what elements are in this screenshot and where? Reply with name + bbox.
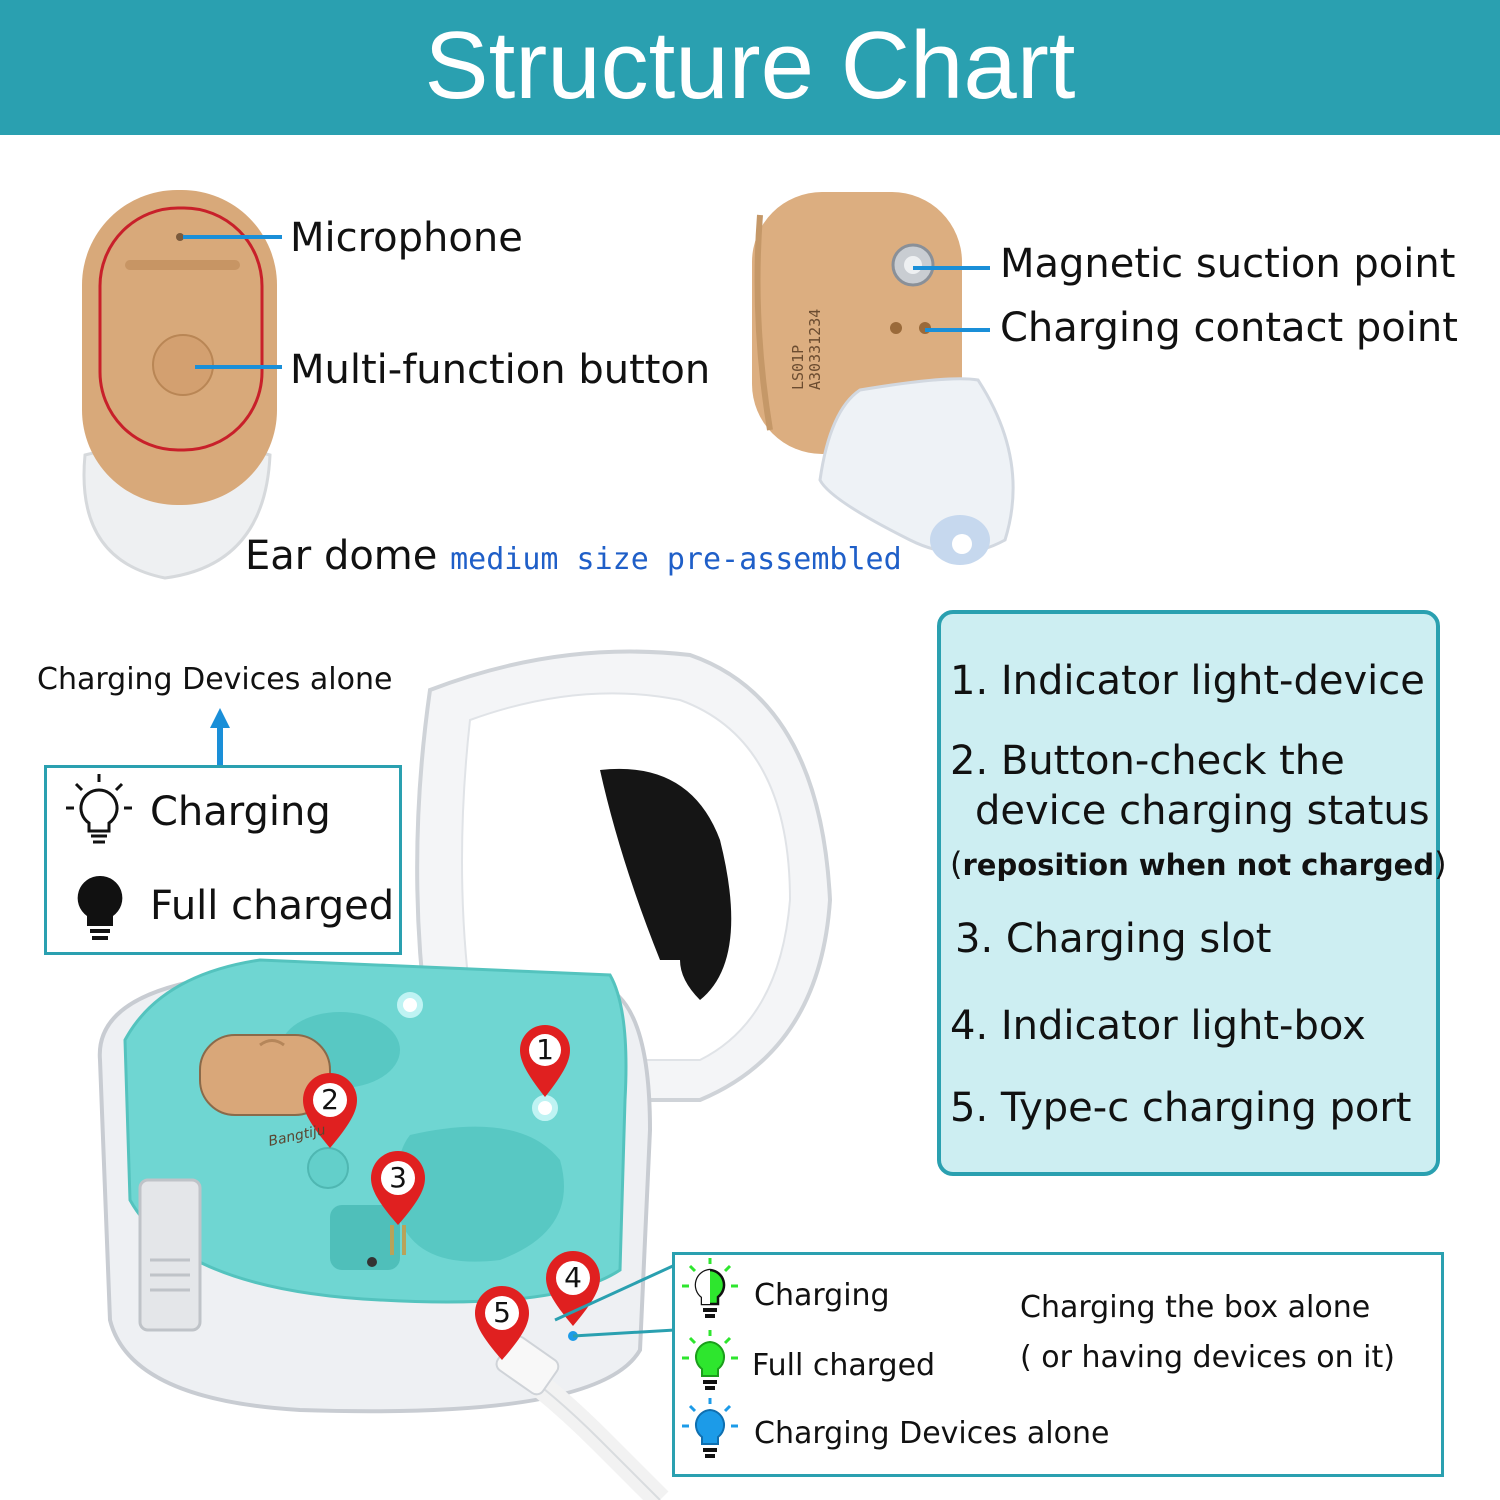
box-legend-charging: Charging [754,1278,890,1313]
bulb-green-icon [680,1328,740,1398]
list-item-2-line2: device charging status [975,788,1430,834]
marker-pins [303,1025,600,1360]
header-bar [0,0,1500,135]
pin-number-5: 5 [493,1296,511,1329]
note-close-paren: ) [1434,845,1447,883]
list-item-2-note: (reposition when not charged) [950,842,1447,887]
pin-number-4: 4 [564,1261,582,1294]
note-text: reposition when not charged [962,848,1435,882]
hearing-aid-front [82,190,282,580]
ear-dome-note: medium size pre-assembled [450,542,902,577]
bulb-outline-icon [64,772,134,852]
device-indicator-led-2 [532,1095,558,1121]
box-alone-line1: Charging the box alone [1020,1290,1371,1325]
box-legend-full-charged: Full charged [752,1348,936,1383]
box-legend-devices-alone: Charging Devices alone [754,1416,1110,1451]
legend-caption: Charging Devices alone [37,662,393,697]
device-print-line1: LS01P [789,344,807,390]
box-alone-line2: ( or having devices on it) [1020,1340,1395,1375]
charging-slot [330,1205,400,1270]
box-legend-box [672,1252,1444,1477]
device-indicator-led [397,992,423,1018]
bulb-blue-icon [680,1396,740,1466]
list-item-4: 4. Indicator light-box [950,1003,1366,1049]
bulb-filled-icon [70,872,130,944]
label-multi-function-button: Multi-function button [290,347,711,393]
ear-dome-text: Ear dome [245,533,438,579]
check-button [307,1147,349,1189]
label-charging-contact: Charging contact point [1000,305,1458,351]
arrow-up-head [210,708,230,728]
label-ear-dome: Ear dome medium size pre-assembled [245,532,902,584]
microphone-hole [176,233,184,241]
pin-1 [520,1025,570,1097]
pin-number-3: 3 [389,1161,407,1194]
pin-4 [546,1251,600,1326]
device-print-line2: A30331234 [806,308,824,390]
label-microphone: Microphone [290,215,523,261]
list-item-1: 1. Indicator light-device [950,658,1425,704]
list-item-3: 3. Charging slot [955,916,1272,962]
lid-window [600,768,732,1000]
list-item-2-line1: 2. Button-check the [950,738,1345,784]
right-slot [396,1126,564,1262]
contact-pin-1 [890,322,902,334]
parts-list-panel [937,610,1440,1176]
pin-3 [371,1151,425,1225]
device-outline [98,206,264,452]
page-title: Structure Chart [424,12,1076,119]
case-clip [138,1178,202,1332]
pin-number-2: 2 [321,1083,339,1116]
pin-5 [475,1286,529,1360]
note-open-paren: ( [950,845,963,883]
hearing-aid-back [752,192,1015,565]
legend-full-charged: Full charged [150,883,395,929]
pin-number-1: 1 [536,1033,554,1066]
bulb-green-outline-icon [680,1256,740,1326]
device-print: LS01P A30331234 [789,308,824,390]
list-item-5: 5. Type-c charging port [950,1085,1412,1131]
label-magnetic-suction: Magnetic suction point [1000,241,1456,287]
legend-charging: Charging [150,789,331,835]
pin-2 [303,1073,357,1148]
